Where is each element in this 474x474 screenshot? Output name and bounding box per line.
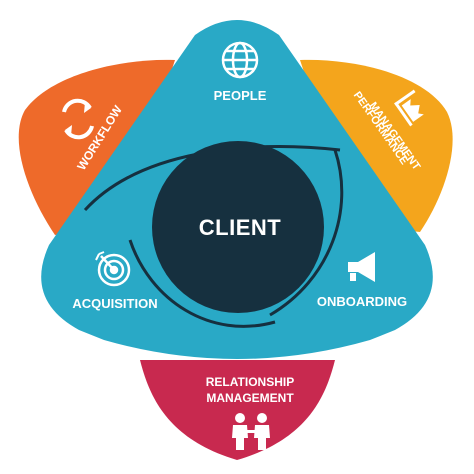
center-circle — [152, 141, 324, 313]
chart-icon — [394, 89, 424, 127]
refresh-cycle-icon — [62, 98, 94, 140]
petal-label-relationship-line1: RELATIONSHIP — [206, 375, 294, 389]
globe-icon — [221, 41, 259, 79]
segment-divider-left — [128, 239, 276, 328]
megaphone-icon — [348, 252, 375, 282]
handshake-people-icon — [232, 413, 270, 450]
petal-workflow — [18, 59, 176, 235]
center-label: CLIENT — [199, 215, 282, 240]
petal-label-relationship-line2: MANAGEMENT — [206, 391, 294, 405]
petal-performance — [300, 59, 453, 232]
target-icon — [95, 251, 131, 287]
segment-divider-right — [269, 149, 344, 317]
petal-relationship — [140, 360, 335, 460]
segment-label-onboarding: ONBOARDING — [317, 294, 407, 309]
segment-label-people: PEOPLE — [214, 88, 267, 103]
segment-label-acquisition: ACQUISITION — [72, 296, 157, 311]
